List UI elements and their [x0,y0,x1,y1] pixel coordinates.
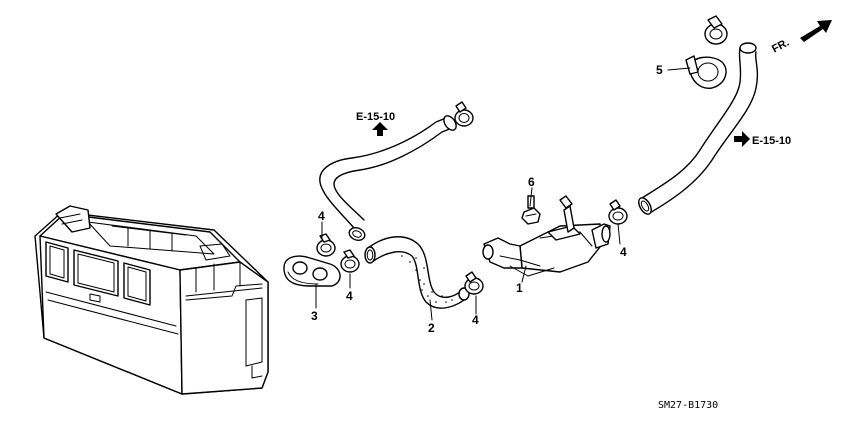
right-arrow-icon [734,131,750,147]
reference-outlet-hose: E-15-10 [752,135,791,147]
reference-upper-hose: E-15-10 [356,111,395,123]
heater-unit [34,205,269,395]
clip-4-c [464,271,484,295]
callout-clamp: 5 [656,63,663,77]
front-indicator: FR. [770,37,791,56]
front-arrow-icon [800,20,832,42]
upper-hose-clip [454,101,474,127]
callout-clip-4-c: 4 [472,313,479,327]
callout-clip-4-d: 4 [620,245,627,259]
callout-clip-4-b: 4 [346,289,353,303]
diagram-code: SM27-B1730 [658,400,718,411]
lower-hose [364,236,470,309]
callout-valve: 1 [516,281,523,295]
up-arrow-icon [372,122,388,136]
callout-bolt: 6 [528,175,535,189]
callout-grommet: 3 [311,309,318,323]
top-clip [704,15,728,45]
clip-4-d [608,199,628,225]
callout-clip-4-a: 4 [318,209,325,223]
outlet-hose [638,42,759,215]
upper-hose [319,115,457,241]
hose-clamp [685,55,727,89]
water-valve [482,195,611,277]
clip-4-b [340,249,360,273]
callout-lower-hose: 2 [428,321,435,335]
leader-lines [315,67,691,321]
grommet [283,255,341,287]
clip-4-a [316,233,336,257]
